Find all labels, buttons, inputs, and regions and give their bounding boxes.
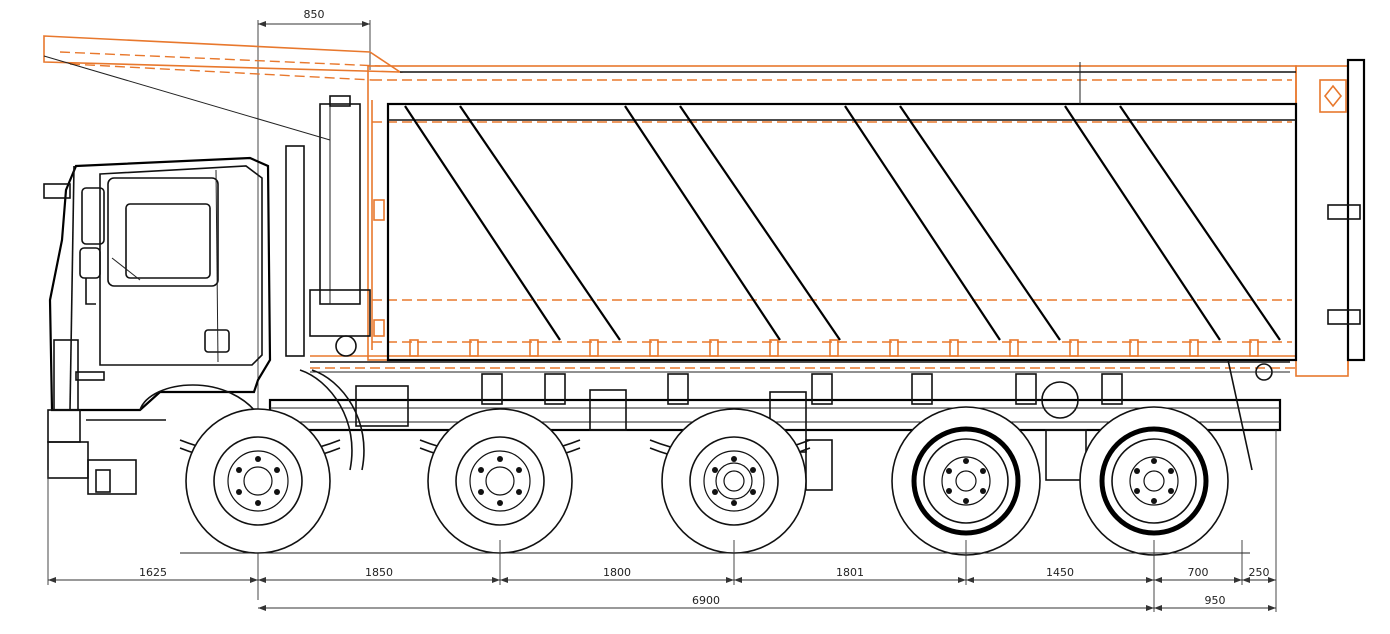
dim-front-overhang: 1625 [139, 566, 167, 579]
dim-wheelbase-4-5: 1450 [1046, 566, 1074, 579]
dim-wheelbase-1-2: 1850 [365, 566, 393, 579]
dim-total-wheelbase: 6900 [692, 594, 720, 607]
axle-2-wheel [427, 408, 573, 554]
dim-rear-end: 250 [1249, 566, 1270, 579]
dim-top-overhang: 850 [304, 8, 325, 21]
dump-body [386, 58, 1366, 381]
axle-5-wheel [1079, 406, 1229, 556]
dim-wheelbase-2-3: 1800 [603, 566, 631, 579]
tipped-body-outline [43, 35, 1349, 377]
axle-4-wheel [891, 406, 1041, 556]
axle-1-wheel [185, 408, 331, 554]
hydraulic-cylinder [43, 55, 371, 357]
axle-3-wheel [661, 408, 807, 554]
dim-wheelbase-3-4: 1801 [836, 566, 864, 579]
dimension-lines: 1625 1850 1800 1801 1450 700 250 6900 95… [47, 430, 1277, 612]
cab [43, 156, 272, 495]
dim-rear-to-body: 700 [1188, 566, 1209, 579]
dim-rear-overhang: 950 [1205, 594, 1226, 607]
